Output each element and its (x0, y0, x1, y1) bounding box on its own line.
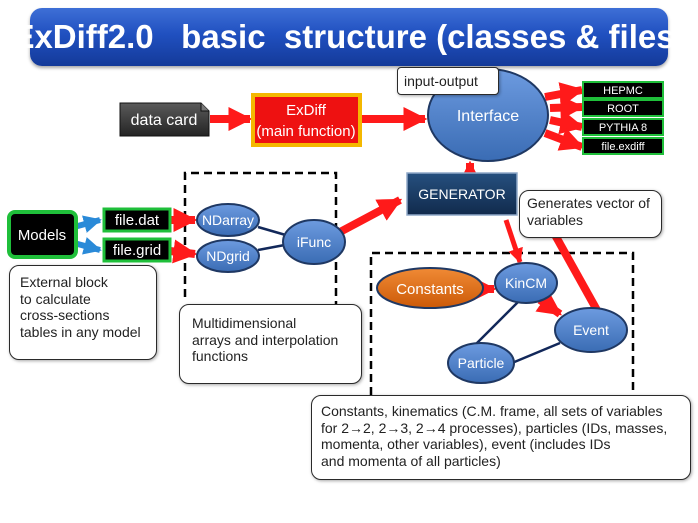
connector-kincm-particle (471, 299, 521, 349)
constants-label: Constants (396, 281, 464, 298)
ndgrid-node: NDgrid (196, 239, 260, 273)
data-card-node: data card (119, 102, 210, 137)
ndarray-label: NDarray (202, 212, 254, 228)
arrow-ifunc-generator (338, 196, 403, 236)
constants-node: Constants (376, 267, 484, 309)
models-label: Models (18, 227, 66, 244)
event-label: Event (573, 322, 609, 338)
file-dat-label: file.dat (115, 212, 160, 229)
interface-label: Interface (457, 108, 519, 125)
kincm-node: KinCM (494, 262, 558, 304)
note-external-line4: tables in any model (20, 323, 141, 340)
data-card-label: data card (131, 112, 198, 129)
particle-label: Particle (458, 355, 505, 371)
connector-particle-event (511, 341, 561, 365)
note-constants-description: Constants, kinematics (C.M. frame, all s… (311, 395, 691, 480)
arrow-interface-hepmc (544, 82, 585, 106)
arrow-interface-root (549, 95, 585, 120)
note-input-output: input-output (397, 67, 499, 95)
title-banner: ExDiff2.0 basic structure (classes & fil… (12, 8, 686, 66)
note-input-output-text: input-output (404, 73, 478, 89)
exdiff-label: ExDiff (286, 102, 327, 119)
note-multidim-line2: arrays and interpolation (192, 331, 339, 348)
output-file-exdiff: file.exdiff (582, 137, 664, 155)
file-grid-node: file.grid (102, 237, 172, 263)
output-hepmc-label: HEPMC (603, 85, 643, 97)
note-multidimensional: Multidimensional arrays and interpolatio… (179, 304, 362, 384)
generator-node: GENERATOR (406, 172, 518, 216)
exdiff-main-node: ExDiff (main function) (251, 93, 362, 147)
arrow-interface-pythia (549, 110, 585, 135)
file-dat-node: file.dat (102, 207, 172, 233)
generator-label: GENERATOR (418, 186, 505, 202)
ndgrid-label: NDgrid (206, 248, 250, 264)
output-root: ROOT (582, 99, 664, 117)
note-constants-line2: for 2→2, 2→3, 2→4 processes), particles … (321, 419, 668, 436)
arrow-models-filedat (73, 215, 102, 233)
arrow-generator-kincm (503, 219, 523, 264)
models-node: Models (7, 210, 78, 259)
ndarray-node: NDarray (196, 203, 260, 237)
note-constants-line1: Constants, kinematics (C.M. frame, all s… (321, 403, 663, 419)
note-constants-line3: momenta, other variables), event (includ… (321, 436, 611, 453)
note-external-line1: External block (20, 274, 108, 290)
exdiff-sublabel: (main function) (256, 123, 355, 140)
note-generates-line2: variables (527, 211, 584, 228)
note-generates-line1: Generates vector of (527, 195, 650, 211)
event-node: Event (554, 307, 628, 353)
output-root-label: ROOT (607, 103, 639, 115)
arrow-interface-fileexdiff (543, 128, 585, 151)
note-external-line2: to calculate (20, 290, 91, 307)
title-text: ExDiff2.0 basic structure (classes & fil… (12, 18, 686, 55)
note-generates: Generates vector of variables (519, 190, 662, 238)
particle-node: Particle (447, 342, 515, 384)
ifunc-label: iFunc (297, 234, 331, 250)
arrow-models-filegrid (73, 237, 102, 255)
note-multidim-line1: Multidimensional (192, 315, 297, 331)
note-constants-line4: and momenta of all particles) (321, 452, 501, 469)
kincm-label: KinCM (505, 275, 547, 291)
output-hepmc: HEPMC (582, 81, 664, 99)
arrow-kincm-event (535, 291, 563, 318)
output-pythia-label: PYTHIA 8 (599, 122, 647, 134)
ifunc-node: iFunc (282, 219, 346, 265)
output-file-exdiff-label: file.exdiff (601, 141, 645, 153)
note-multidim-line3: functions (192, 348, 249, 365)
file-grid-label: file.grid (113, 242, 161, 259)
arrow-filegrid-ndgrid (169, 239, 198, 264)
dashed-frame-physics (369, 251, 635, 395)
output-pythia: PYTHIA 8 (582, 118, 664, 136)
note-external-block: External block to calculate cross-sectio… (9, 265, 157, 360)
note-external-line3: cross-sections (20, 307, 110, 324)
